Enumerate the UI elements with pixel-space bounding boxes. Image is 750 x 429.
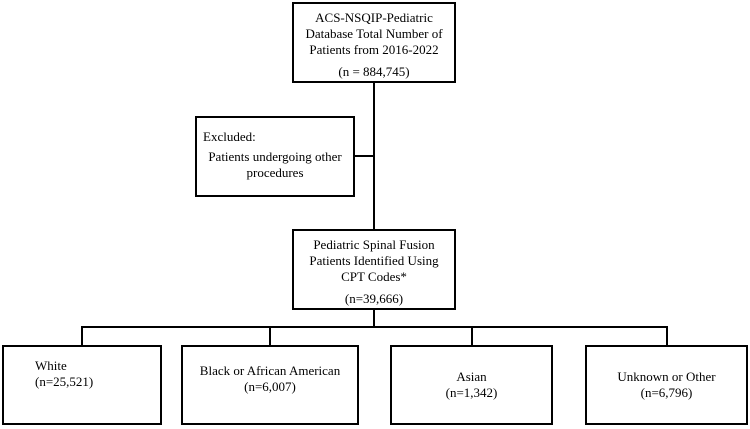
race-label-asian: Asian <box>456 369 487 384</box>
race-box-asian: Asian (n=1,342) <box>390 345 553 425</box>
database-title-line-2: Database Total Number of <box>305 26 443 41</box>
excluded-reason: Patients undergoing other procedures <box>203 149 347 181</box>
connector-main-vertical <box>373 83 375 229</box>
connector-drop-asian <box>471 326 473 345</box>
spinal-count: (n=39,666) <box>344 291 404 306</box>
spinal-title-line-3: CPT Codes* <box>341 269 407 284</box>
database-title-line-1: ACS-NSQIP-Pediatric <box>315 10 433 25</box>
race-label-unknown: Unknown or Other <box>617 369 716 384</box>
database-count: (n = 884,745) <box>338 64 410 79</box>
connector-horizontal-bar <box>81 326 668 328</box>
connector-exclusion-branch <box>355 155 374 157</box>
spinal-title-line-2: Patients Identified Using <box>309 253 439 268</box>
database-title-line-3: Patients from 2016-2022 <box>309 42 439 57</box>
spinal-fusion-box: Pediatric Spinal Fusion Patients Identif… <box>292 229 456 310</box>
excluded-title: Excluded: <box>203 129 256 144</box>
race-box-black: Black or African American (n=6,007) <box>181 345 359 425</box>
connector-drop-white <box>81 326 83 345</box>
race-count-asian: (n=1,342) <box>445 385 498 400</box>
spinal-title-line-1: Pediatric Spinal Fusion <box>313 237 435 252</box>
race-count-unknown: (n=6,796) <box>640 385 693 400</box>
excluded-box: Excluded: Patients undergoing other proc… <box>195 116 355 197</box>
race-box-unknown: Unknown or Other (n=6,796) <box>585 345 748 425</box>
race-count-white: (n=25,521) <box>35 374 94 389</box>
race-label-white: White <box>35 358 67 373</box>
race-label-black: Black or African American <box>199 363 341 378</box>
connector-spinal-down <box>373 310 375 327</box>
connector-drop-black <box>269 326 271 345</box>
excluded-reason-line-2: procedures <box>246 165 304 180</box>
excluded-reason-line-1: Patients undergoing other <box>208 149 342 164</box>
database-total-box: ACS-NSQIP-Pediatric Database Total Numbe… <box>292 2 456 83</box>
race-count-black: (n=6,007) <box>244 379 296 394</box>
race-box-white: White (n=25,521) <box>2 345 162 425</box>
connector-drop-unknown <box>666 326 668 345</box>
